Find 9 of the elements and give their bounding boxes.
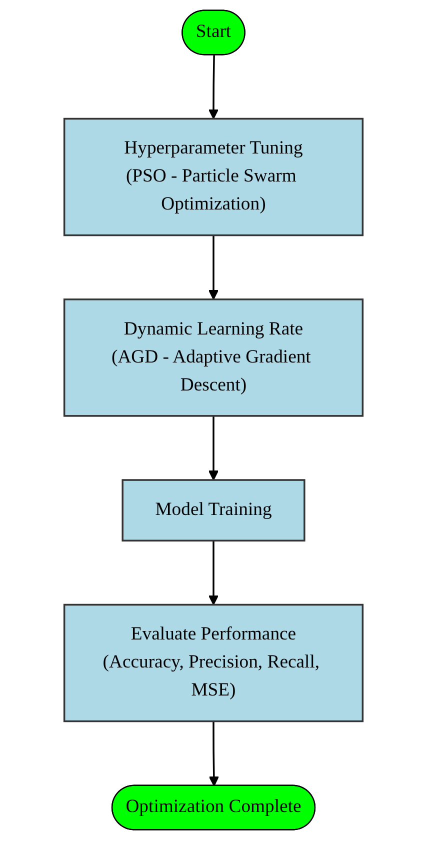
node-box: Hyperparameter Tuning (PSO - Particle Swarm Optimization): [63, 118, 364, 236]
arrow: [208, 55, 219, 120]
node-box: Evaluate Performance (Accuracy, Precision, Recall, MSE): [63, 604, 364, 722]
arrow: [208, 235, 219, 300]
arrow: [208, 721, 220, 786]
node-box: Model Training: [122, 479, 306, 542]
node-box: Dynamic Learning Rate (AGD - Adaptive Gradient Descent): [63, 298, 364, 417]
arrow: [208, 416, 219, 480]
arrow: [208, 540, 219, 606]
